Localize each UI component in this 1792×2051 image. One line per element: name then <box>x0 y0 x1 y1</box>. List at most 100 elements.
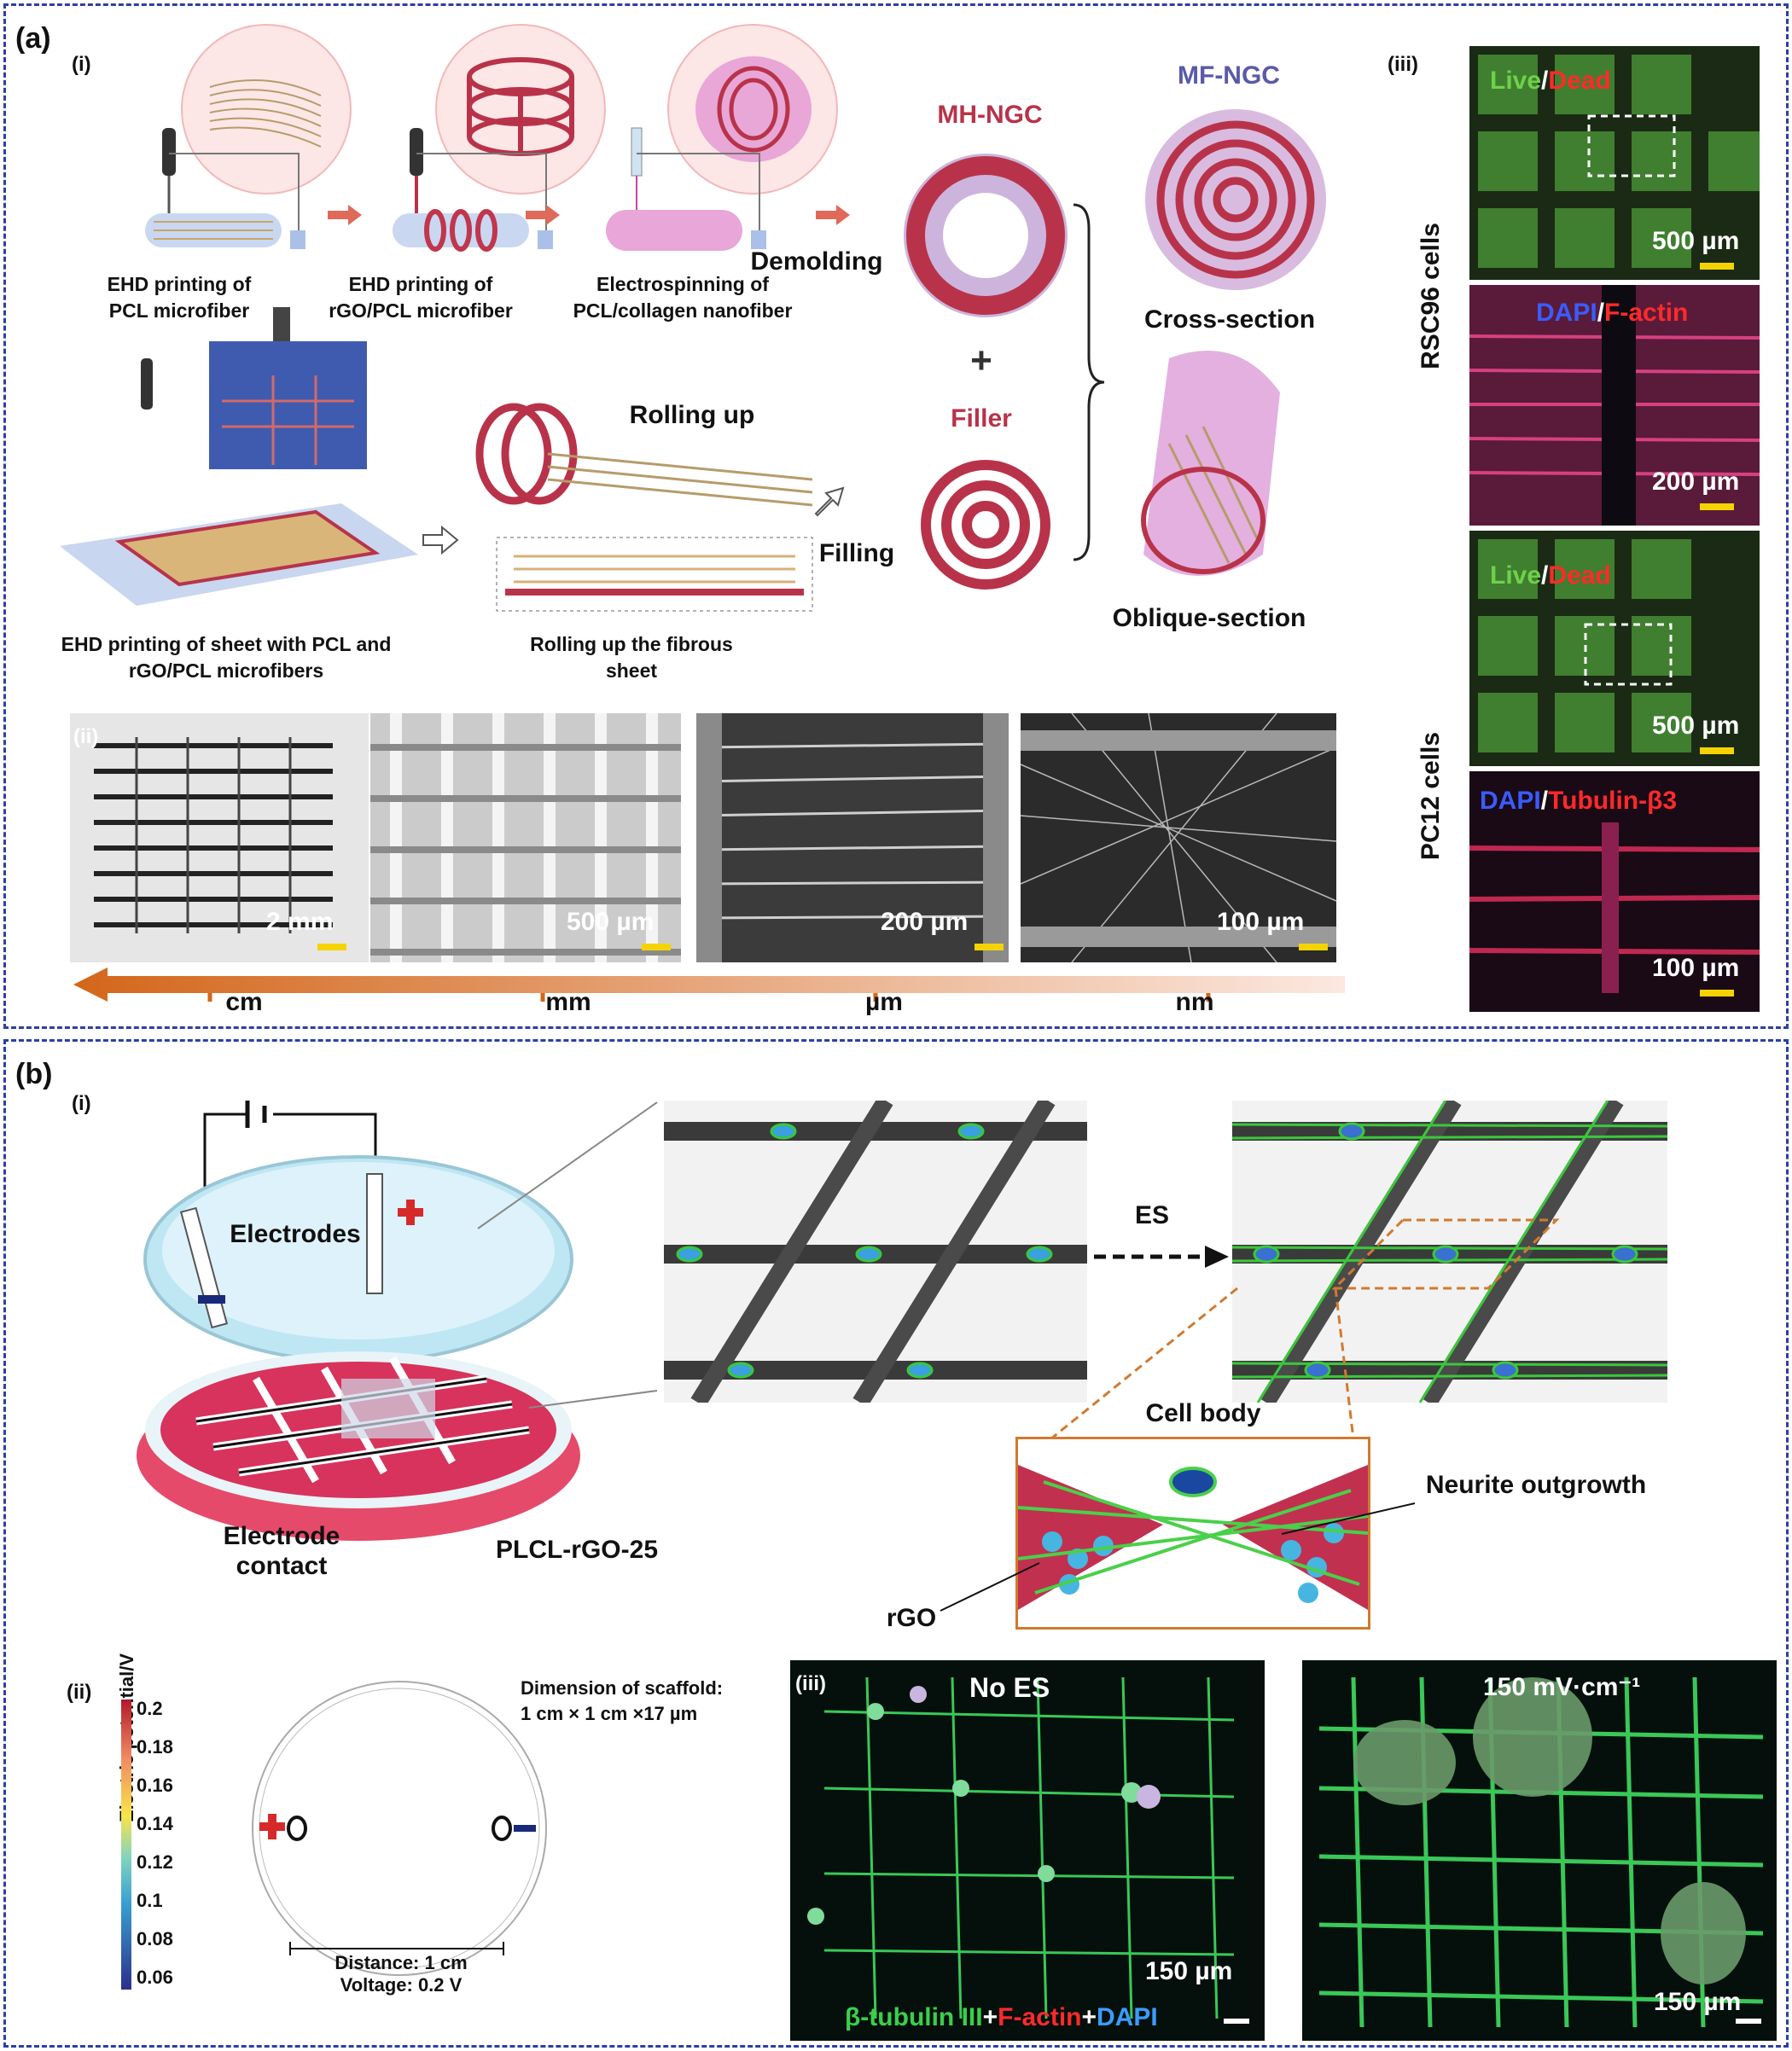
pc12-dapi-tubulin-image: DAPI/Tubulin-β3 100 µm <box>1469 771 1760 1012</box>
stain-live: Live <box>1490 561 1542 590</box>
filling-label: Filling <box>818 539 895 567</box>
dimension-value: 1 cm × 1 cm ×17 µm <box>521 1702 698 1724</box>
colorbar-tick: 0.16 <box>137 1775 173 1796</box>
unit-mm: mm <box>545 988 591 1016</box>
panel-a-sub-iii: (iii) <box>1388 53 1418 76</box>
stain-tubulin: β-tubulin III <box>845 2003 983 2031</box>
neurite-outgrowth-label: Neurite outgrowth <box>1425 1471 1647 1499</box>
distance-voltage-label: Distance: 1 cm Voltage: 0.2 V <box>290 1952 512 1997</box>
panel-b-sub-iii: (iii) <box>795 1672 826 1695</box>
no-es-scalebar <box>1224 2019 1249 2024</box>
scalebar-pc12-live <box>1700 747 1734 754</box>
scale-100um: 100 µm <box>1217 908 1305 936</box>
es-scale: 150 µm <box>1654 1988 1742 2016</box>
oblique-section-tube <box>1141 351 1280 576</box>
filler-label: Filler <box>951 404 1012 433</box>
stain-dead: Dead <box>1548 67 1611 95</box>
stain-dead: Dead <box>1548 561 1611 590</box>
rsc96-label: RSC96 cells <box>1417 223 1445 369</box>
stain-dapi: DAPI <box>1480 787 1541 815</box>
filler-spiral <box>921 460 1050 590</box>
colorbar-ticks: 0.2 0.18 0.16 0.14 0.12 0.1 0.08 0.06 <box>137 1689 173 1996</box>
rsc96-live-dead-scale: 500 µm <box>1652 227 1740 255</box>
no-es-scale: 150 µm <box>1145 1957 1233 1985</box>
scaffold-after-es <box>1232 1101 1667 1403</box>
sheet-printing-caption: EHD printing of sheet with PCL and rGO/P… <box>61 633 392 683</box>
panel-a-sub-ii: (ii) <box>73 725 99 748</box>
oblique-section-label: Oblique-section <box>1112 604 1306 632</box>
neurite-zoom-inset <box>1015 1437 1370 1630</box>
scalebar-100um <box>1299 944 1328 950</box>
pc12-dapi-scale: 100 µm <box>1652 954 1740 982</box>
stain-slash: / <box>1597 299 1605 327</box>
es-fluorescence-image: 150 mV·cm⁻¹ 150 µm <box>1302 1660 1777 2041</box>
no-es-label: No ES <box>969 1672 1050 1703</box>
panel-b-label: (b) <box>15 1058 53 1090</box>
distance-label: Distance: 1 cm <box>335 1952 468 1973</box>
rgo-pointer <box>940 1562 1040 1612</box>
sem-image-200um: 200 µm <box>696 713 1009 962</box>
cross-section-label: Cross-section <box>1143 305 1316 334</box>
stain-factin: F-actin <box>1604 299 1689 327</box>
step-caption-3: Electrospinning of PCL/collagen nanofibe… <box>573 273 793 322</box>
colorbar-tick: 0.18 <box>137 1736 173 1758</box>
unit-um: µm <box>865 988 903 1016</box>
sheet-printing-setup <box>60 307 418 606</box>
step-caption-2: EHD printing of rGO/PCL microfiber <box>329 273 513 322</box>
rsc96-dapi-scale: 200 µm <box>1652 468 1740 496</box>
stain-slash: / <box>1541 67 1549 95</box>
es-scalebar <box>1736 2019 1761 2024</box>
arrow-right-3 <box>816 205 850 225</box>
sem-image-100um: 100 µm <box>1021 713 1336 962</box>
rsc96-live-dead-stain: Live/Dead <box>1490 67 1611 96</box>
colorbar-tick: 0.12 <box>137 1851 173 1873</box>
nanofiber-coated-cage-icon <box>695 56 812 162</box>
scalebar-2mm <box>317 944 346 950</box>
hollow-arrow-1 <box>422 525 459 555</box>
stain-plus: + <box>1081 2003 1097 2031</box>
mf-ngc-label: MF-NGC <box>1178 61 1280 90</box>
mh-ngc-label: MH-NGC <box>937 101 1043 129</box>
colorbar-tick: 0.14 <box>137 1813 173 1834</box>
pc12-label: PC12 cells <box>1417 731 1445 861</box>
demolding-label: Demolding <box>750 247 883 276</box>
stain-dapi: DAPI <box>1536 299 1597 327</box>
stain-plus: + <box>982 2003 998 2031</box>
es-label: ES <box>1134 1201 1170 1229</box>
unit-nm: nm <box>1175 988 1214 1016</box>
colorbar-tick: 0.1 <box>137 1890 163 1911</box>
panel-b-sub-ii: (ii) <box>67 1681 92 1704</box>
scalebar-pc12-dapi <box>1700 990 1734 996</box>
panel-b-sub-i: (i) <box>72 1092 91 1115</box>
macro-sheet-photo: 2 mm <box>70 713 369 962</box>
scalebar-rsc96-live <box>1700 263 1734 270</box>
rolling-up-label: Rolling up <box>629 401 755 429</box>
scale-gradient-arrow <box>73 967 1345 1002</box>
plus-sign: + <box>970 340 992 381</box>
step1-magnified-circle <box>181 24 352 195</box>
grid-optical-image: 500 µm <box>370 713 681 962</box>
colorbar-tick: 0.2 <box>137 1698 163 1719</box>
cell-body-label: Cell body <box>1145 1399 1261 1427</box>
pc12-dapi-stain: DAPI/Tubulin-β3 <box>1480 787 1677 816</box>
rsc96-dapi-stain: DAPI/F-actin <box>1536 299 1688 328</box>
es-field-label: 150 mV·cm⁻¹ <box>1483 1673 1641 1701</box>
scalebar-200um <box>975 944 1004 950</box>
mh-ngc-cross-section <box>904 154 1068 317</box>
pc12-live-dead-stain: Live/Dead <box>1490 561 1611 590</box>
pc12-live-dead-image: Live/Dead 500 µm <box>1469 531 1760 766</box>
dimension-title: Dimension of scaffold: <box>521 1677 724 1699</box>
potential-map <box>252 1681 547 1976</box>
voltage-label: Voltage: 0.2 V <box>340 1974 463 1996</box>
rolling-caption: Rolling up the fibrous sheet <box>530 633 733 683</box>
no-es-stain: β-tubulin III+F-actin+DAPI <box>845 2003 1158 2032</box>
electrical-stimulation-dish <box>137 1101 580 1541</box>
scale-2mm: 2 mm <box>266 908 334 936</box>
stain-slash: / <box>1540 787 1549 815</box>
stain-tubulin: Tubulin-β3 <box>1548 787 1678 815</box>
scalebar-500um <box>642 944 671 950</box>
rgo-cage-icon <box>467 57 574 156</box>
electrospinning-setup <box>606 127 766 251</box>
mf-ngc-cross-section <box>1145 109 1326 290</box>
panel-a-border <box>3 3 1789 1029</box>
